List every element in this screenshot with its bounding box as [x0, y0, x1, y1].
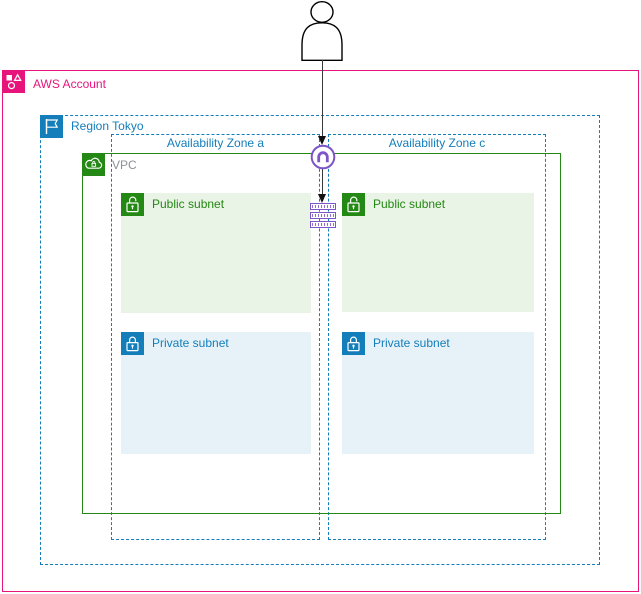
connector-user-to-igw	[321, 60, 323, 137]
internet-gateway-icon	[310, 144, 336, 170]
connector-igw-to-route-table	[321, 169, 323, 195]
aws-account-icon	[2, 70, 25, 93]
public-subnet-label: Public subnet	[373, 197, 446, 211]
arrowhead-down-icon	[317, 194, 326, 203]
region-flag-icon	[40, 115, 63, 138]
route-table-row	[310, 212, 336, 219]
user-person-icon	[301, 1, 343, 61]
private-subnet-label: Private subnet	[152, 336, 229, 350]
route-table-icon	[310, 203, 336, 229]
public-subnet-az-c: Public subnet	[342, 193, 534, 312]
availability-zone-a-label: Availability Zone a	[166, 136, 265, 150]
region-label: Region Tokyo	[71, 119, 144, 133]
vpc-label: VPC	[112, 158, 137, 172]
region-container	[40, 115, 600, 565]
route-table-row	[310, 203, 336, 210]
aws-account-label: AWS Account	[33, 77, 106, 91]
availability-zone-c-label: Availability Zone c	[388, 136, 486, 150]
availability-zone-a-container	[111, 134, 320, 540]
aws-account-container	[2, 70, 639, 592]
open-padlock-icon	[342, 193, 365, 216]
public-subnet-az-a: Public subnet	[121, 193, 311, 313]
private-subnet-az-a: Private subnet	[121, 332, 311, 454]
vpc-cloud-lock-icon	[82, 153, 105, 176]
closed-padlock-icon	[121, 332, 144, 355]
closed-padlock-icon	[342, 332, 365, 355]
availability-zone-c-container	[328, 134, 546, 540]
open-padlock-icon	[121, 193, 144, 216]
public-subnet-label: Public subnet	[152, 197, 225, 211]
private-subnet-label: Private subnet	[373, 336, 450, 350]
private-subnet-az-c: Private subnet	[342, 332, 534, 454]
arrowhead-down-icon	[317, 136, 326, 145]
route-table-row	[310, 221, 336, 228]
